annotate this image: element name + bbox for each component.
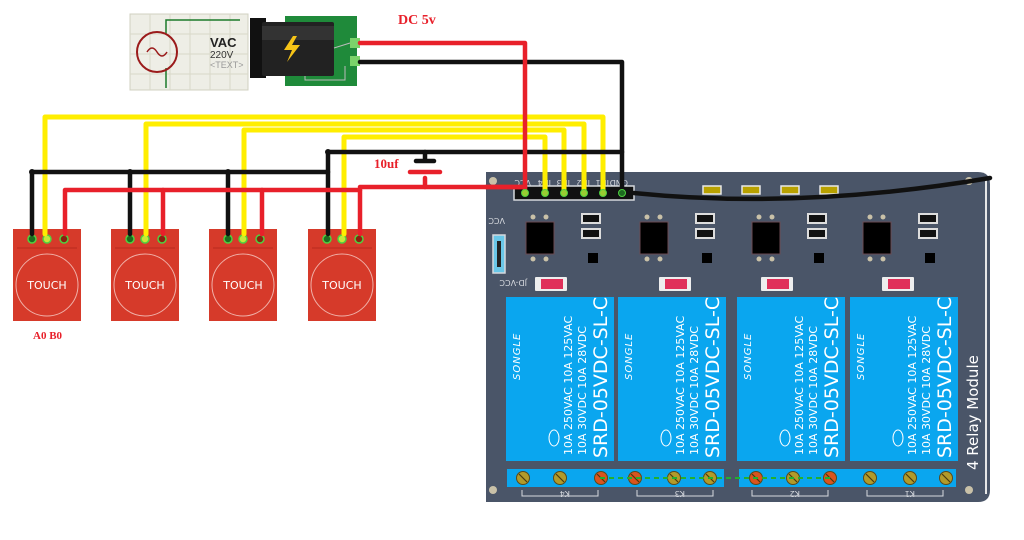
wire-vcc-supply: [357, 40, 528, 193]
touch-pin: [59, 234, 69, 244]
optocoupler: [862, 221, 892, 255]
touch-sensor: TOUCH: [111, 229, 179, 321]
terminal-label: K1: [905, 489, 915, 498]
touch-sensor: TOUCH: [13, 229, 81, 321]
relay-rating-1: 10A 250VAC 10A 125VAC: [793, 315, 806, 455]
touch-label: TOUCH: [124, 279, 164, 292]
touch-pin: [354, 234, 364, 244]
wire-signal-2: [143, 121, 587, 237]
header-pin[interactable]: [618, 189, 626, 197]
cqc-icon: [548, 429, 560, 447]
header-pin[interactable]: [560, 189, 568, 197]
relay-model: SRD-05VDC-SL-C: [702, 297, 724, 458]
touch-note-label: A0 B0: [33, 330, 63, 342]
wire-gnd-supply: [357, 59, 625, 193]
relay-model: SRD-05VDC-SL-C: [821, 297, 843, 458]
cqc-icon: [660, 429, 672, 447]
relay-rating-2: 10A 30VDC 10A 28VDC: [688, 326, 701, 455]
touch-pin: [255, 234, 265, 244]
relay-model: SRD-05VDC-SL-C: [934, 297, 956, 458]
optocoupler: [525, 221, 555, 255]
touch-pin: [157, 234, 167, 244]
touch-sensor: TOUCH: [308, 229, 376, 321]
ac-source-icon: [136, 31, 178, 73]
header-pin-label: GND: [610, 178, 628, 187]
capacitor-label: 10uf: [374, 156, 399, 171]
ac-source-voltage: 220V: [210, 50, 234, 61]
channel-components: [525, 213, 601, 291]
dc-supply-label: DC 5v: [398, 13, 436, 28]
channel-components: [862, 213, 938, 291]
optocoupler: [639, 221, 669, 255]
relay-rating-1: 10A 250VAC 10A 125VAC: [906, 315, 919, 455]
touch-sensor: TOUCH: [209, 229, 277, 321]
channel-components: [639, 213, 715, 291]
wire-vcc-bus: [62, 187, 363, 237]
power-icon: [284, 36, 300, 62]
relay-model: SRD-05VDC-SL-C: [590, 297, 612, 458]
relay-brand: SONGLE: [624, 333, 635, 380]
header-pin[interactable]: [541, 189, 549, 197]
header-pin[interactable]: [521, 189, 529, 197]
ac-source-sub: <TEXT>: [210, 60, 244, 70]
module-title: 4 Relay Module: [964, 355, 982, 470]
wires: [29, 40, 993, 237]
cqc-icon: [779, 429, 791, 447]
ac-source-name: VAC: [210, 35, 237, 50]
pin-header: [513, 185, 635, 201]
terminal-label: K4: [560, 489, 570, 498]
relay-rating-1: 10A 250VAC 10A 125VAC: [562, 315, 575, 455]
relay-rating-2: 10A 30VDC 10A 28VDC: [576, 326, 589, 455]
jumper-bottom-label: JD-VCC: [499, 278, 528, 287]
touch-label: TOUCH: [26, 279, 66, 292]
terminal-label: K2: [790, 489, 800, 498]
header-pin[interactable]: [580, 189, 588, 197]
header-pin[interactable]: [599, 189, 607, 197]
ac-source: VAC 220V <TEXT>: [129, 13, 249, 91]
terminal-label: K3: [675, 489, 685, 498]
relay-rating-2: 10A 30VDC 10A 28VDC: [807, 326, 820, 455]
dc-jack: [250, 16, 360, 86]
touch-pin: [322, 234, 332, 244]
wire-gnd-bus: [29, 169, 331, 237]
relay-brand: SONGLE: [743, 333, 754, 380]
relay-brand: SONGLE: [512, 333, 523, 380]
jumper-top-label: VCC: [488, 216, 505, 225]
touch-label: TOUCH: [222, 279, 262, 292]
wire-signal-3: [241, 127, 567, 237]
optocoupler: [751, 221, 781, 255]
touch-label: TOUCH: [321, 279, 361, 292]
channel-components: [751, 213, 827, 291]
header-pin-label: VCC: [514, 178, 531, 187]
relay-rating-2: 10A 30VDC 10A 28VDC: [920, 326, 933, 455]
wire-signal-4: [341, 134, 548, 237]
relay-brand: SONGLE: [856, 333, 867, 380]
relay-rating-1: 10A 250VAC 10A 125VAC: [674, 315, 687, 455]
cqc-icon: [892, 429, 904, 447]
